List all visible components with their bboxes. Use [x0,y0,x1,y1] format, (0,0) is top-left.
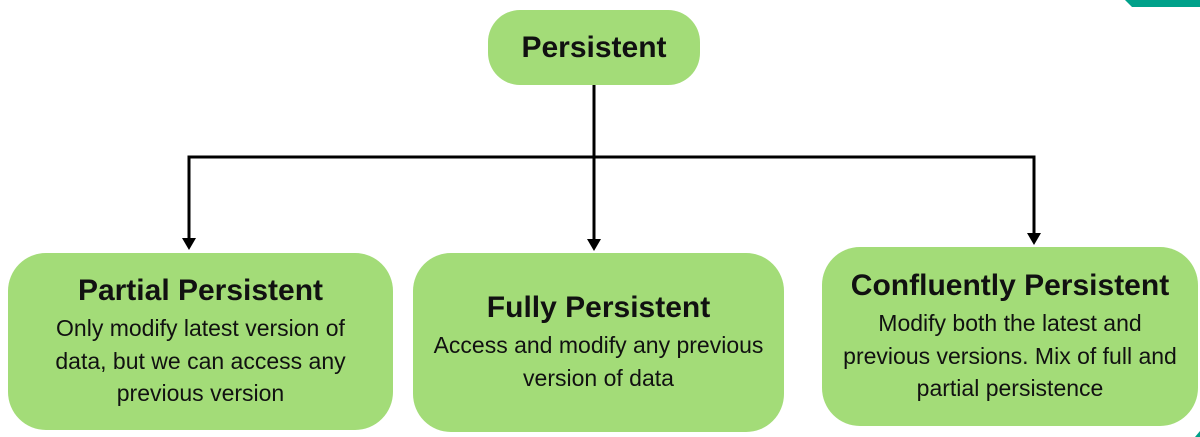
node-partial-persistent-title: Partial Persistent [77,273,324,307]
teal-corner-bottom-right [1195,431,1200,437]
node-fully-persistent: Fully Persistent Access and modify any p… [413,253,784,432]
teal-corner-top-right [1125,0,1200,7]
node-confluently-persistent-description: Modify both the latest and previous vers… [843,309,1177,402]
node-confluently-persistent-title: Confluently Persistent [850,268,1170,302]
node-persistent-title: Persistent [521,31,667,64]
node-fully-persistent-description: Access and modify any previous version o… [433,332,764,391]
arrowhead-right [1027,233,1041,245]
node-persistent: Persistent [488,10,700,85]
node-partial-persistent-description: Only modify latest version of data, but … [55,314,346,407]
arrowhead-left [182,238,196,250]
node-confluently-persistent: Confluently Persistent Modify both the l… [822,247,1198,426]
node-partial-persistent: Partial Persistent Only modify latest ve… [8,253,393,430]
arrowhead-middle [587,239,601,251]
node-fully-persistent-title: Fully Persistent [486,291,711,325]
